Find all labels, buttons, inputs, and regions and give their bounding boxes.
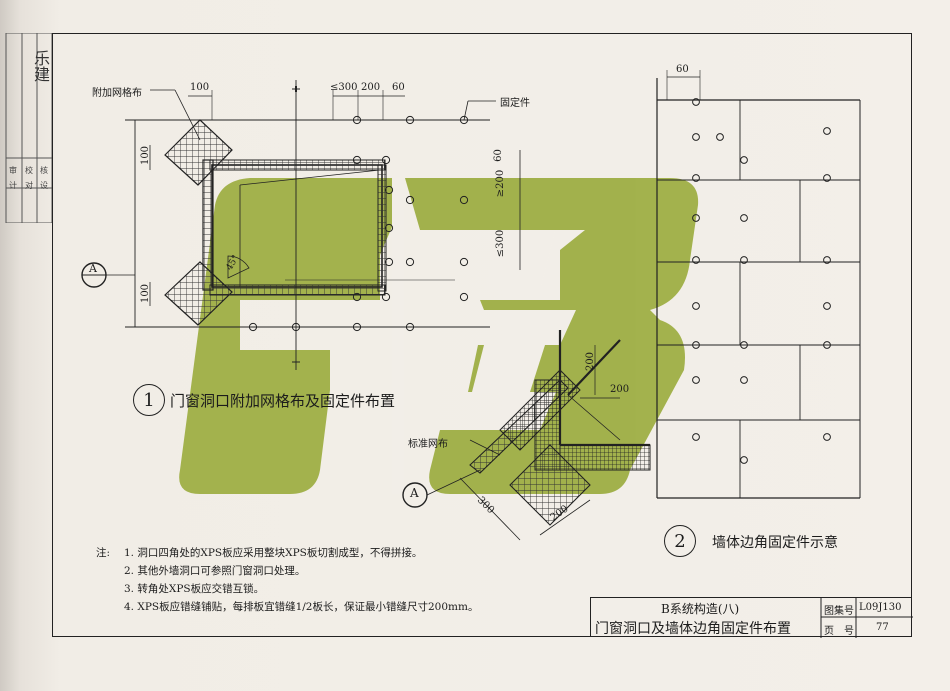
figure-2-wall-corner [656, 70, 861, 499]
label-fixing-part: 固定件 [500, 98, 530, 109]
dim-100-left-top: 100 [140, 145, 152, 166]
side-cell-3: 校 [25, 166, 33, 175]
dim-200: 200 [361, 82, 381, 93]
fig2-caption: 墙体边角固定件示意 [712, 535, 838, 551]
page-number: 77 [876, 622, 889, 633]
side-stamp [5, 33, 52, 223]
label-standard-mesh: 标准网布 [408, 439, 448, 450]
watermark-logo [179, 178, 699, 494]
corner-detail [402, 330, 651, 541]
label-added-mesh: 附加网格布 [92, 88, 142, 99]
dim-100-top: 100 [190, 82, 210, 93]
side-cell-5: 核 [40, 166, 48, 175]
fig1-number: 1 [133, 384, 165, 416]
note-1: 1. 洞口四角处的XPS板应采用整块XPS板切割成型，不得拼接。 [124, 547, 423, 559]
wall-fixing-points [692, 98, 831, 464]
atlas-number: L09J130 [859, 602, 902, 613]
section-a-marker-corner: A [410, 486, 419, 500]
note-4: 4. XPS板应错缝铺贴，每排板宜错缝1/2板长，保证最小错缝尺寸200mm。 [124, 601, 479, 613]
note-2: 2. 其他外墙洞口可参照门窗洞口处理。 [124, 565, 306, 577]
corner-mesh-strips [164, 119, 387, 326]
fixing-points [248, 115, 469, 332]
atlas-label: 图集号 [824, 606, 854, 617]
fig2-number: 2 [664, 525, 696, 557]
title-line-2: 门窗洞口及墙体边角固定件布置 [595, 621, 791, 637]
fig1-caption: 门窗洞口附加网格布及固定件布置 [170, 392, 396, 410]
dim-60-vertical: 60 [492, 149, 504, 162]
side-cell-2: 计 [9, 181, 17, 190]
side-cell-4: 对 [25, 181, 33, 190]
page-label: 页 号 [824, 626, 854, 637]
dim-100-left-bottom: 100 [140, 283, 152, 304]
note-3: 3. 转角处XPS板应交错互锁。 [124, 583, 265, 595]
dim-300-vertical: ≤300 [495, 229, 507, 258]
side-cell-1: 审 [9, 166, 17, 175]
figure-1-opening [81, 80, 521, 370]
dim-300: ≤300 [330, 82, 358, 93]
dim-60: 60 [392, 82, 405, 93]
dim-right-60: 60 [676, 64, 689, 75]
section-a-marker-left: A [89, 262, 97, 275]
side-cell-6: 设 [40, 181, 48, 190]
dim-corner-200a: 200 [585, 351, 597, 372]
side-signature: 乐建 [31, 50, 50, 82]
title-block-lines [820, 598, 913, 638]
notes-prefix: 注: [96, 547, 111, 559]
dim-corner-200b: 200 [610, 384, 630, 395]
title-block: B系统构造(八) 门窗洞口及墙体边角固定件布置 图集号 L09J130 页 号 … [590, 597, 913, 638]
drawing-frame [52, 33, 912, 637]
dim-200-vertical: ≥200 [495, 169, 507, 198]
title-line-1: B系统构造(八) [661, 602, 740, 616]
